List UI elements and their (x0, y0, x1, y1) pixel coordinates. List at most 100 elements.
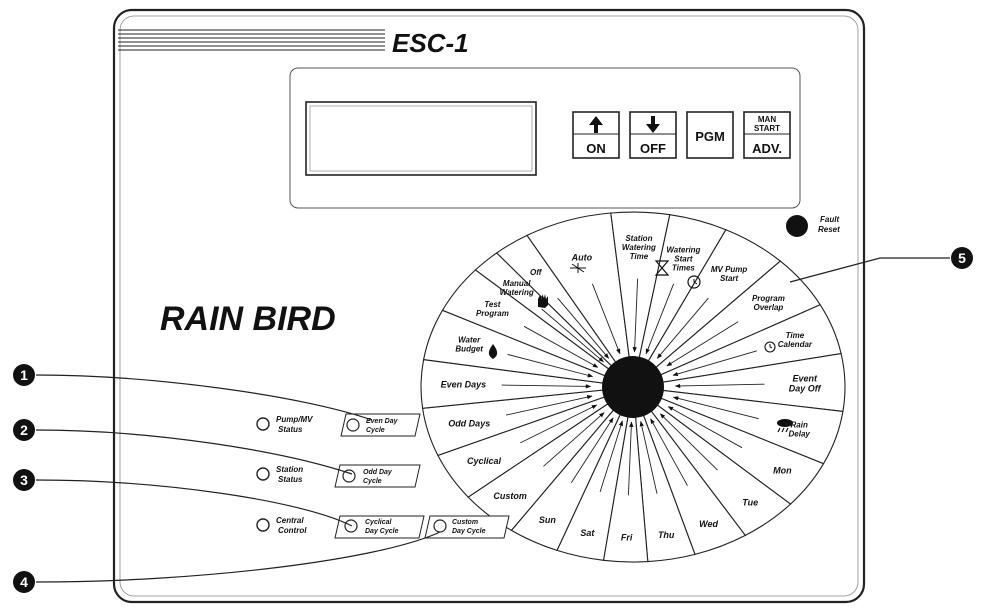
pgm-button-label: PGM (695, 129, 725, 144)
pgm-button[interactable]: PGM (686, 111, 734, 159)
alarm-clock-icon (687, 275, 701, 289)
dial-arrow (599, 420, 624, 493)
callout-1: 1 (13, 364, 35, 386)
dial-label-fri: Fri (621, 533, 633, 543)
dial-knob[interactable] (602, 356, 664, 418)
start-label: START (754, 124, 780, 133)
dial-arrow (541, 308, 604, 363)
dial-arrow (507, 353, 594, 378)
svg-text:Cyclical: Cyclical (365, 519, 393, 526)
man-label: MAN (758, 115, 776, 124)
dial-arrow (570, 417, 614, 484)
model-title: ESC-1 (392, 28, 469, 58)
svg-text:Pump/MV: Pump/MV (276, 415, 313, 424)
svg-text:Cycle: Cycle (363, 478, 382, 485)
svg-text:Day Cycle: Day Cycle (365, 528, 399, 535)
dial-arrow (639, 420, 658, 494)
dial-arrow (627, 421, 634, 496)
svg-text:Day Cycle: Day Cycle (452, 528, 486, 535)
status-light-central: Central Control (256, 516, 307, 535)
fault-reset-label-2: Reset (818, 225, 840, 234)
svg-text:Cycle: Cycle (366, 427, 385, 434)
svg-text:2: 2 (20, 422, 28, 438)
dial-label-auto: Auto (571, 252, 593, 262)
svg-text:4: 4 (20, 574, 28, 590)
hourglass-icon (654, 260, 670, 276)
dial-arrow (543, 412, 605, 467)
dial-segment-off[interactable] (495, 234, 634, 388)
off-button[interactable]: OFF (629, 111, 677, 159)
down-arrow-icon (646, 116, 660, 133)
dial-arrow (523, 325, 599, 368)
dial-arrow (520, 404, 598, 444)
svg-text:3: 3 (20, 472, 28, 488)
svg-text:Central: Central (276, 516, 304, 525)
lcd-display (305, 101, 537, 176)
svg-text:5: 5 (958, 250, 966, 266)
dial-label-cyclical: Cyclical (467, 456, 502, 466)
fault-reset-button[interactable] (786, 215, 808, 237)
dial-label-tue: Tue (742, 497, 758, 507)
on-button[interactable]: ON (572, 111, 620, 159)
dial-label-mon: Mon (773, 465, 792, 475)
callout-lines (35, 257, 950, 583)
svg-text:Status: Status (278, 425, 303, 434)
cycle-light-custom: Custom Day Cycle (424, 515, 510, 539)
dial-arrow (591, 283, 621, 355)
dial-label-wed: Wed (699, 519, 718, 529)
dial-label-custom: Custom (493, 491, 527, 501)
man-start-adv-button[interactable]: MAN START ADV. (743, 111, 791, 159)
dial-arrow (632, 278, 639, 353)
dial-arrow (659, 413, 718, 471)
status-light-station: Station Status (256, 465, 303, 484)
cycle-light-even: Even Day Cycle (340, 413, 421, 437)
callout-5: 5 (951, 247, 973, 269)
status-light-pump: Pump/MV Status (256, 415, 313, 434)
rain-cloud-icon (777, 419, 793, 433)
sprinkler-off-icon (570, 263, 586, 273)
dial-label-thu: Thu (658, 530, 675, 540)
title-stripes (118, 29, 385, 51)
water-drop-icon (488, 344, 498, 359)
dial-label-off: Off (530, 268, 543, 277)
dial-arrow (656, 297, 709, 359)
dial-label-even-days: Even Days (441, 380, 487, 390)
cycle-light-cyclical: Cyclical Day Cycle (334, 515, 425, 539)
dial-arrow (672, 396, 759, 420)
dial-arrow (666, 321, 739, 367)
svg-text:Control: Control (278, 526, 307, 535)
hand-icon (538, 294, 548, 308)
callout-2: 2 (13, 419, 35, 441)
adv-label: ADV. (752, 141, 782, 156)
up-arrow-icon (589, 116, 603, 133)
fault-reset-label-1: Fault (820, 215, 839, 224)
dial-arrow (650, 418, 688, 486)
dial-arrow (557, 297, 610, 359)
svg-text:Odd Day: Odd Day (363, 469, 393, 476)
callout-4: 4 (13, 571, 35, 593)
dial-label-sat: Sat (580, 528, 595, 538)
brand-text: RAIN BIRD (160, 300, 336, 338)
dial-arrow (674, 383, 765, 389)
dial-arrow (667, 406, 743, 449)
svg-text:Custom: Custom (452, 519, 478, 526)
callout-3: 3 (13, 469, 35, 491)
svg-text:Station: Station (276, 465, 303, 474)
dial-arrow (505, 395, 593, 416)
dial-arrow (501, 384, 592, 389)
on-button-label: ON (586, 141, 606, 156)
dial-label-sun: Sun (539, 515, 557, 525)
svg-text:1: 1 (20, 367, 28, 383)
cycle-light-odd: Odd Day Cycle (334, 464, 421, 488)
